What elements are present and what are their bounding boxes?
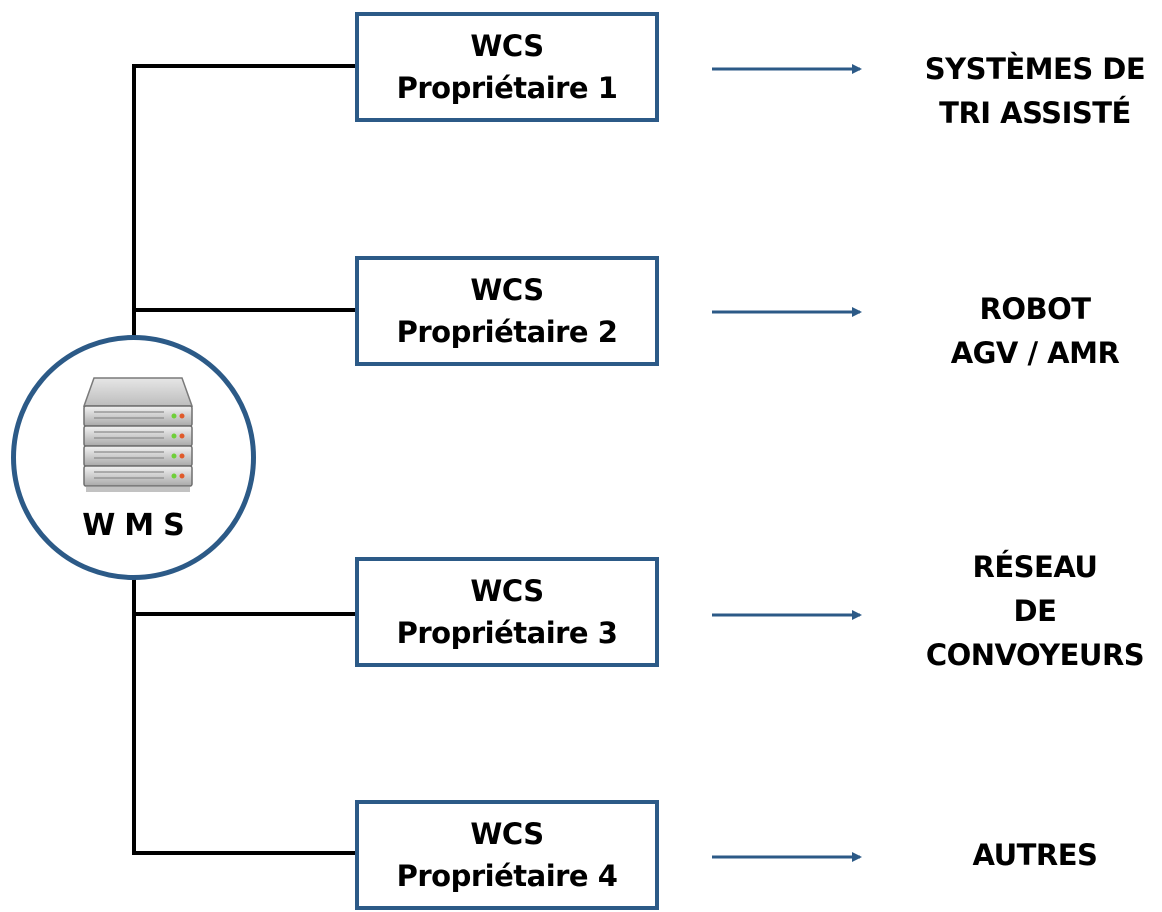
target-line: DE — [1013, 594, 1057, 628]
target-line: CONVOYEURS — [925, 638, 1145, 672]
target-line: AUTRES — [972, 838, 1098, 872]
target-line: TRI ASSISTÉ — [939, 96, 1131, 130]
target-label-1: SYSTÈMES DE TRI ASSISTÉ — [905, 47, 1162, 135]
server-stack-icon — [82, 377, 194, 492]
target-label-4: AUTRES — [905, 833, 1162, 877]
target-line: AGV / AMR — [950, 336, 1120, 370]
wcs-box-title: WCS — [470, 817, 544, 851]
wcs-box-2: WCS Propriétaire 2 — [355, 256, 659, 366]
wcs-box-subtitle: Propriétaire 3 — [396, 616, 618, 650]
wcs-box-title: WCS — [470, 29, 544, 63]
wcs-box-title: WCS — [470, 574, 544, 608]
target-line: ROBOT — [979, 292, 1091, 326]
wcs-box-title: WCS — [470, 273, 544, 307]
target-line: RÉSEAU — [972, 550, 1098, 584]
target-label-3: RÉSEAU DE CONVOYEURS — [905, 545, 1162, 677]
wcs-box-subtitle: Propriétaire 1 — [396, 71, 618, 105]
target-line: SYSTÈMES DE — [924, 52, 1146, 86]
wcs-box-3: WCS Propriétaire 3 — [355, 557, 659, 667]
wms-label: WMS — [82, 508, 194, 543]
wcs-box-1: WCS Propriétaire 1 — [355, 12, 659, 122]
wcs-box-subtitle: Propriétaire 4 — [396, 859, 618, 893]
wcs-box-subtitle: Propriétaire 2 — [396, 315, 618, 349]
wcs-box-4: WCS Propriétaire 4 — [355, 800, 659, 910]
target-label-2: ROBOT AGV / AMR — [905, 287, 1162, 375]
wms-node: WMS — [11, 335, 256, 580]
